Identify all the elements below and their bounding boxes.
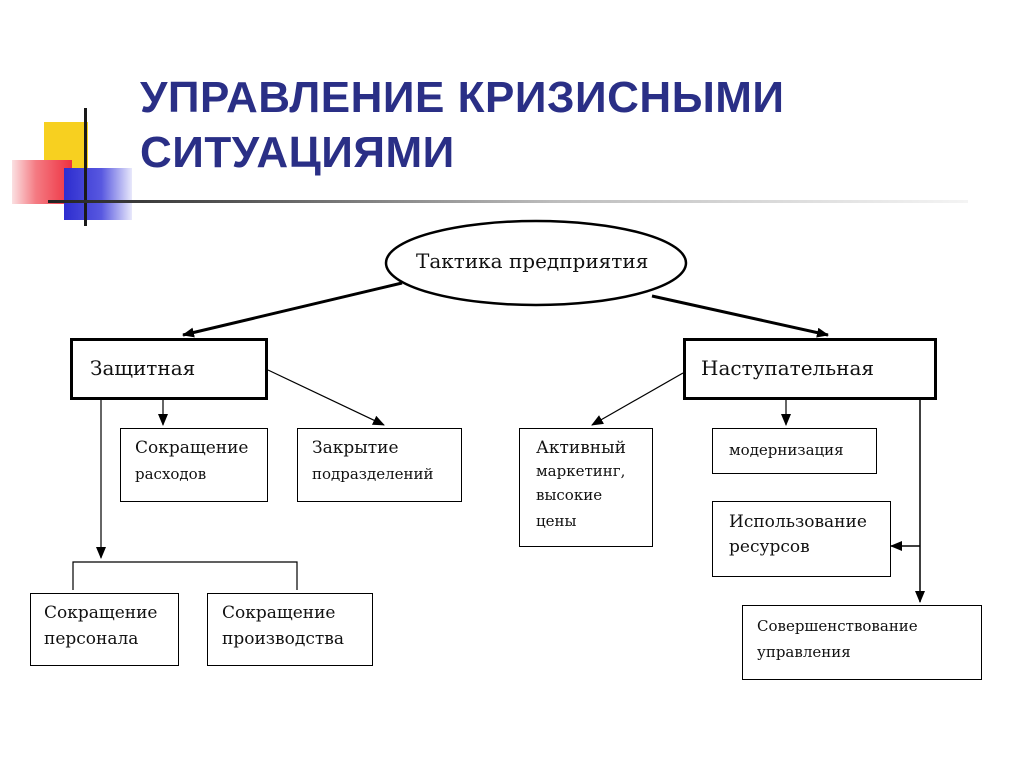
title-line-2: СИТУАЦИЯМИ bbox=[140, 128, 455, 177]
closing-units-node: Закрытие подразделений bbox=[297, 428, 462, 502]
staff-reduction-node: Сокращение персонала bbox=[30, 593, 179, 666]
root-to-offensive-arrow bbox=[651, 294, 829, 338]
root-ellipse bbox=[384, 219, 688, 307]
resource-usage-line-2: ресурсов bbox=[729, 537, 810, 557]
offensive-to-marketing-arrow bbox=[591, 372, 684, 426]
closing-units-line-1: Закрытие bbox=[312, 438, 399, 458]
production-reduction-line-2: производства bbox=[222, 629, 344, 649]
active-marketing-line-2: маркетинг, bbox=[536, 462, 626, 480]
deco-horizontal-line bbox=[48, 200, 968, 203]
defensive-node: Защитная bbox=[70, 338, 268, 400]
active-marketing-node: Активный маркетинг, высокие цены bbox=[519, 428, 653, 547]
production-reduction-node: Сокращение производства bbox=[207, 593, 373, 666]
cost-reduction-line-1: Сокращение bbox=[135, 438, 249, 458]
production-reduction-line-1: Сокращение bbox=[222, 603, 336, 623]
deco-vertical-line bbox=[84, 108, 87, 226]
cost-reduction-node: Сокращение расходов bbox=[120, 428, 268, 502]
management-improvement-line-2: управления bbox=[757, 643, 851, 661]
modernization-node: модернизация bbox=[712, 428, 877, 474]
staff-production-bracket bbox=[72, 561, 298, 590]
defensive-to-closing-arrow bbox=[267, 369, 385, 426]
defensive-node-label: Защитная bbox=[90, 356, 196, 380]
root-to-defensive-arrow bbox=[182, 281, 403, 338]
resource-usage-line-1: Использование bbox=[729, 512, 867, 532]
deco-blue-square bbox=[64, 168, 132, 220]
resource-usage-node: Использование ресурсов bbox=[712, 501, 891, 577]
management-improvement-line-1: Совершенствование bbox=[757, 617, 918, 635]
closing-units-line-2: подразделений bbox=[312, 465, 434, 483]
modernization-label: модернизация bbox=[729, 441, 844, 459]
active-marketing-line-4: цены bbox=[536, 512, 577, 530]
staff-reduction-line-2: персонала bbox=[44, 629, 139, 649]
deco-red-square bbox=[12, 160, 72, 204]
offensive-node-label: Наступательная bbox=[701, 356, 875, 380]
active-marketing-line-3: высокие bbox=[536, 486, 603, 504]
management-improvement-node: Совершенствование управления bbox=[742, 605, 982, 680]
cost-reduction-line-2: расходов bbox=[135, 465, 207, 483]
active-marketing-line-1: Активный bbox=[536, 438, 626, 458]
title-line-1: УПРАВЛЕНИЕ КРИЗИСНЫМИ bbox=[140, 73, 785, 122]
offensive-node: Наступательная bbox=[683, 338, 937, 400]
staff-reduction-line-1: Сокращение bbox=[44, 603, 158, 623]
root-node-label: Тактика предприятия bbox=[416, 249, 649, 273]
page-title: УПРАВЛЕНИЕ КРИЗИСНЫМИ СИТУАЦИЯМИ bbox=[140, 70, 785, 180]
